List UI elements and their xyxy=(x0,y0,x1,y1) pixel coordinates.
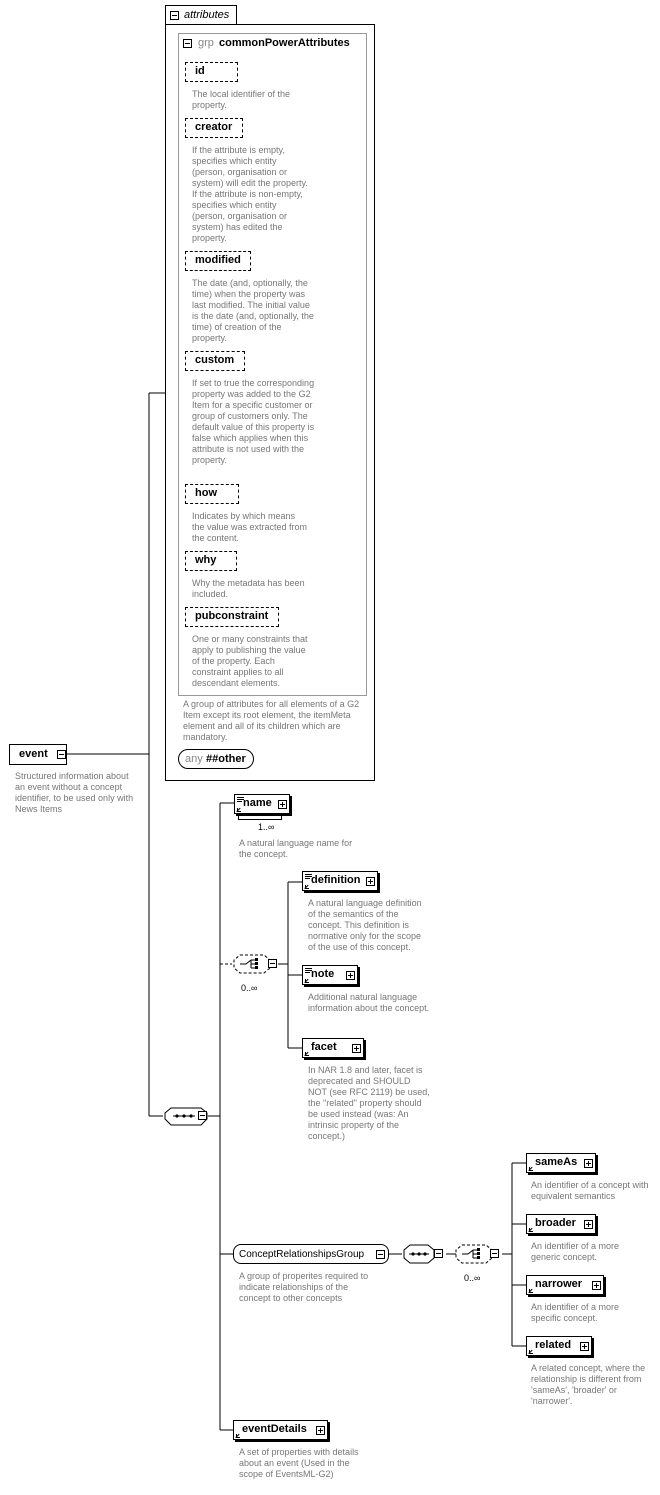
collapse-icon[interactable] xyxy=(57,750,66,759)
element-note-description: Additional natural language information … xyxy=(308,992,430,1013)
documentation-icon xyxy=(305,874,312,880)
element-note[interactable]: note xyxy=(302,965,358,985)
attributes-panel xyxy=(165,24,375,781)
expand-icon[interactable] xyxy=(346,971,355,980)
reference-icon xyxy=(237,807,242,812)
attribute-id-description: The local identifier of the property. xyxy=(192,89,291,110)
group-ref-label: ConceptRelationshipsGroup xyxy=(239,1249,365,1260)
reference-icon xyxy=(305,1051,310,1056)
element-narrower-description: An identifier of a more specific concept… xyxy=(531,1302,620,1323)
element-same-as[interactable]: sameAs xyxy=(526,1153,596,1173)
attribute-how-description: Indicates by which means the value was e… xyxy=(192,511,308,543)
collapse-icon[interactable] xyxy=(198,1111,207,1120)
element-broader[interactable]: broader xyxy=(526,1214,596,1234)
element-definition[interactable]: definition xyxy=(302,871,378,891)
root-element-event[interactable]: event xyxy=(9,744,67,765)
element-event-details[interactable]: eventDetails xyxy=(233,1420,328,1440)
attribute-modified[interactable]: modified xyxy=(185,251,251,271)
expand-icon[interactable] xyxy=(352,1044,361,1053)
attributes-tab: attributes xyxy=(165,5,237,25)
element-name[interactable]: name xyxy=(234,794,290,814)
root-element-description: Structured information about an event wi… xyxy=(15,771,134,814)
stacked-shadow xyxy=(238,815,282,820)
collapse-icon[interactable] xyxy=(268,959,277,968)
group-ref-concept-relationships[interactable]: ConceptRelationshipsGroup xyxy=(233,1244,389,1264)
reference-icon xyxy=(305,884,310,889)
element-broader-label: broader xyxy=(535,1217,576,1229)
element-definition-label: definition xyxy=(311,874,361,886)
expand-icon[interactable] xyxy=(278,800,287,809)
attribute-custom[interactable]: custom xyxy=(185,351,245,371)
attribute-creator-description: If the attribute is empty, specifies whi… xyxy=(192,145,308,243)
element-related[interactable]: related xyxy=(526,1336,592,1356)
element-facet-description: In NAR 1.8 and later, facet is deprecate… xyxy=(308,1065,430,1141)
expand-icon[interactable] xyxy=(584,1159,593,1168)
attribute-why-description: Why the metadata has been included. xyxy=(192,578,305,599)
collapse-icon[interactable] xyxy=(170,11,179,20)
reference-icon xyxy=(529,1288,534,1293)
any-other-wildcard[interactable]: any ##other xyxy=(178,749,254,769)
attribute-how[interactable]: how xyxy=(185,484,239,504)
element-definition-description: A natural language definition of the sem… xyxy=(308,898,422,952)
element-facet-label: facet xyxy=(311,1041,337,1053)
attribute-creator[interactable]: creator xyxy=(185,118,243,138)
expand-icon[interactable] xyxy=(316,1426,325,1435)
collapse-icon[interactable] xyxy=(434,1249,443,1258)
element-same-as-description: An identifier of a concept with equivale… xyxy=(531,1180,649,1201)
reference-icon xyxy=(529,1349,534,1354)
element-broader-description: An identifier of a more generic concept. xyxy=(531,1241,620,1262)
collapse-icon[interactable] xyxy=(490,1249,499,1258)
group-name[interactable]: commonPowerAttributes xyxy=(219,37,350,49)
expand-icon[interactable] xyxy=(592,1281,601,1290)
element-narrower-label: narrower xyxy=(535,1278,583,1290)
element-event-details-description: A set of properties with details about a… xyxy=(239,1447,359,1479)
reference-icon xyxy=(305,978,310,983)
element-name-description: A natural language name for the concept. xyxy=(239,838,353,859)
reference-icon xyxy=(236,1433,241,1438)
element-related-label: related xyxy=(535,1339,572,1351)
choice-compositor-2 xyxy=(455,1244,493,1264)
attribute-group-description: A group of attributes for all elements o… xyxy=(183,699,360,742)
collapse-icon[interactable] xyxy=(183,39,192,48)
documentation-icon xyxy=(305,968,312,974)
attribute-modified-description: The date (and, optionally, the time) whe… xyxy=(192,278,314,343)
expand-icon[interactable] xyxy=(580,1342,589,1351)
group-prefix: grp xyxy=(198,37,214,49)
expand-icon[interactable] xyxy=(366,877,375,886)
reference-icon xyxy=(529,1166,534,1171)
element-same-as-label: sameAs xyxy=(535,1156,578,1168)
attribute-pubconstraint[interactable]: pubconstraint xyxy=(185,607,279,627)
choice2-cardinality: 0..∞ xyxy=(464,1273,481,1283)
attribute-custom-description: If set to true the corresponding propert… xyxy=(192,378,315,465)
attributes-title: attributes xyxy=(184,9,230,21)
any-name: ##other xyxy=(206,753,246,765)
expand-icon[interactable] xyxy=(584,1220,593,1229)
root-element-label: event xyxy=(19,748,48,760)
sequence-compositor-1 xyxy=(164,1107,208,1126)
choice1-cardinality: 0..∞ xyxy=(241,983,258,993)
attribute-pubconstraint-description: One or many constraints that apply to pu… xyxy=(192,634,308,688)
sequence-compositor-2 xyxy=(403,1244,435,1264)
element-related-description: A related concept, where the relationshi… xyxy=(531,1363,646,1406)
any-prefix: any xyxy=(185,753,203,765)
element-narrower[interactable]: narrower xyxy=(526,1275,604,1295)
attribute-id[interactable]: id xyxy=(185,62,238,82)
collapse-icon[interactable] xyxy=(376,1250,385,1259)
group-ref-description: A group of properites required to indica… xyxy=(239,1271,369,1303)
element-note-label: note xyxy=(311,968,335,980)
element-name-label: name xyxy=(243,797,272,809)
reference-icon xyxy=(529,1227,534,1232)
element-event-details-label: eventDetails xyxy=(242,1423,307,1435)
attribute-why[interactable]: why xyxy=(185,551,237,571)
documentation-icon xyxy=(237,797,244,803)
choice-compositor-1 xyxy=(233,954,271,974)
element-facet[interactable]: facet xyxy=(302,1038,364,1058)
attribute-group-box xyxy=(178,33,367,696)
name-cardinality: 1..∞ xyxy=(258,822,275,832)
